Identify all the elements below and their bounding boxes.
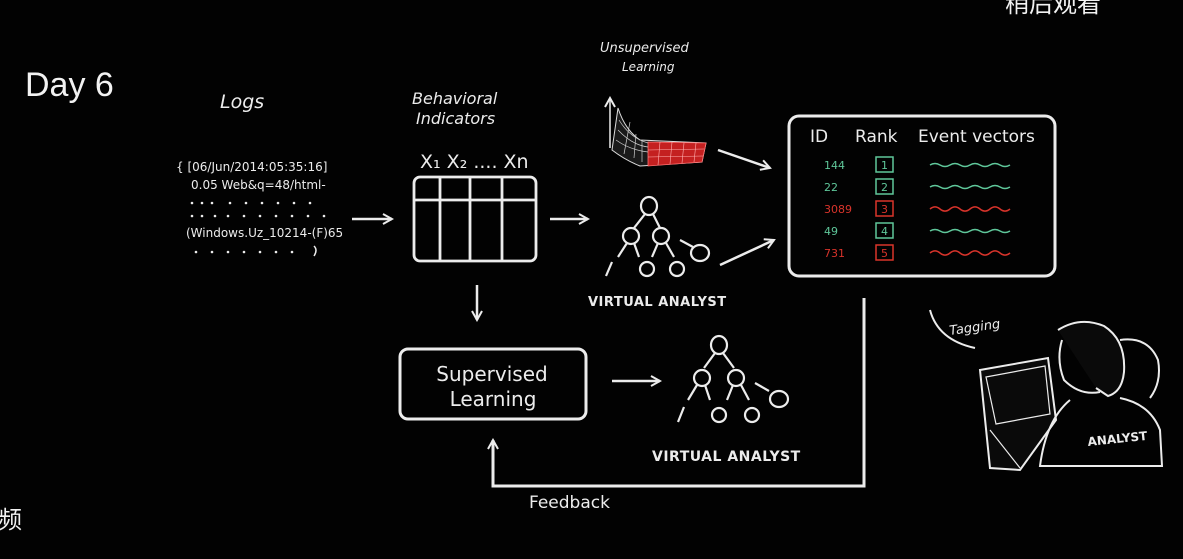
virtual-analyst-bottom-label: VIRTUAL ANALYST — [652, 449, 801, 465]
result-id: 3089 — [824, 203, 852, 216]
analyst-label: ANALYST — [1087, 429, 1149, 449]
result-rank: 1 — [881, 159, 888, 172]
log-dots — [190, 201, 326, 254]
log-line-1: { [06/Jun/2014:05:35:16] — [176, 160, 327, 174]
result-event-vector — [929, 250, 1011, 256]
watch-later-overlay: 稍后观看 — [1005, 0, 1101, 18]
result-id: 144 — [824, 159, 845, 172]
decision-tree-top — [604, 195, 711, 278]
supervised-title-1: Supervised — [436, 362, 547, 386]
result-rank: 2 — [881, 181, 888, 194]
results-header-id: ID — [810, 127, 828, 147]
logs-title: Logs — [220, 91, 264, 113]
results-panel — [787, 114, 1057, 278]
logs-brace — [313, 245, 317, 257]
virtual-analyst-top-label: VIRTUAL ANALYST — [588, 295, 727, 310]
result-rank-box — [875, 156, 894, 173]
result-event-vector — [929, 206, 1011, 212]
result-id: 49 — [824, 225, 838, 238]
result-rank-box — [875, 222, 894, 239]
analyst-figure — [978, 320, 1164, 472]
result-rank-box — [875, 200, 894, 217]
result-id: 22 — [824, 181, 838, 194]
indicators-columns: X₁ X₂ .... Xn — [420, 151, 529, 173]
feedback-loop — [493, 298, 866, 488]
unsupervised-title-2: Learning — [622, 60, 675, 74]
indicators-title-2: Indicators — [416, 109, 495, 128]
log-line-2: 0.05 Web&q=48/html- — [191, 178, 326, 192]
result-event-vector — [929, 162, 1011, 168]
result-rank-box — [875, 178, 894, 195]
results-header-vectors: Event vectors — [918, 127, 1035, 147]
arrow-analyst-to-results — [719, 240, 774, 267]
result-event-vector — [929, 184, 1011, 190]
arrow-unsupervised-to-results — [717, 148, 770, 168]
result-rank: 5 — [881, 247, 888, 260]
tagging-label: Tagging — [948, 317, 1001, 339]
results-header-rank: Rank — [855, 127, 898, 147]
left-overlay-text: 频 — [0, 507, 22, 534]
result-id: 731 — [824, 247, 845, 260]
day-label: Day 6 — [25, 66, 114, 104]
tagging-arc — [929, 309, 976, 349]
result-rank: 4 — [881, 225, 888, 238]
result-rank-box — [875, 244, 894, 261]
supervised-title-2: Learning — [450, 387, 537, 411]
result-rank: 3 — [881, 203, 888, 216]
surface-plot — [610, 98, 707, 167]
feedback-label: Feedback — [529, 493, 610, 513]
decision-tree-bottom — [676, 334, 790, 424]
indicators-matrix — [412, 175, 538, 263]
supervised-box — [398, 347, 588, 421]
indicators-title-1: Behavioral — [412, 89, 498, 108]
unsupervised-title-1: Unsupervised — [600, 41, 689, 56]
log-line-3: (Windows.Uz_10214-(F)65 — [186, 226, 343, 240]
result-event-vector — [929, 228, 1011, 234]
